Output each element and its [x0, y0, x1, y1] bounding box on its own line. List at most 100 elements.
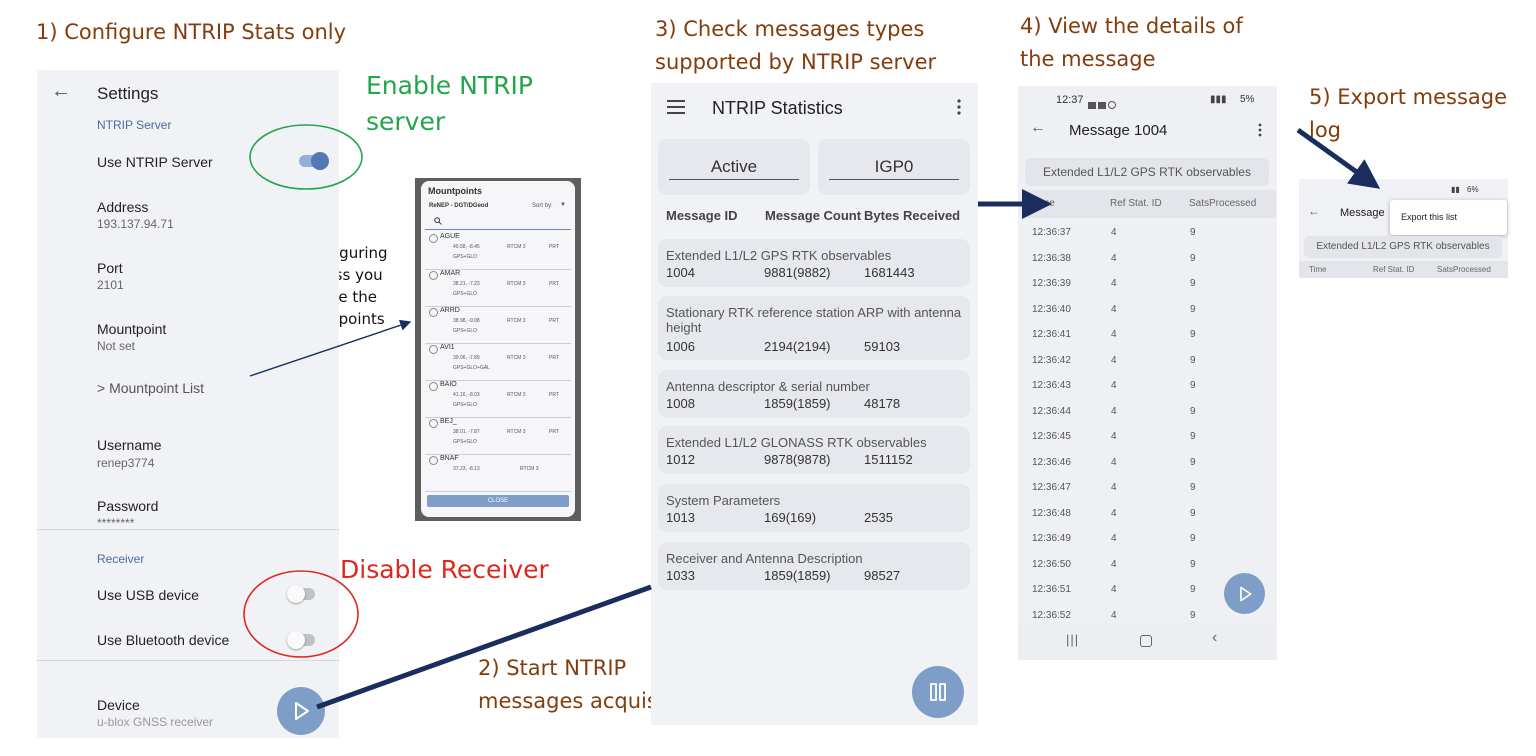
home-icon[interactable] [1140, 635, 1152, 647]
row-ref-stat-id: 4 [1111, 405, 1117, 417]
col-sats-header: SatsProcessed [1437, 265, 1491, 274]
recent-apps-icon[interactable]: ||| [1066, 632, 1080, 647]
radio-button[interactable] [429, 456, 438, 465]
pause-button[interactable] [912, 666, 964, 718]
back-arrow-icon[interactable]: ← [51, 80, 71, 102]
use-ntrip-server-toggle[interactable] [299, 152, 329, 170]
row-ref-stat-id: 4 [1111, 329, 1117, 340]
bytes-received: 98527 [864, 568, 901, 583]
row-time: 12:36:41 [1032, 329, 1071, 340]
use-usb-label: Use USB device [97, 587, 199, 603]
close-button[interactable]: CLOSE [427, 495, 569, 507]
row-ref-stat-id: 4 [1111, 507, 1117, 519]
step-3-label: 3) Check messages types supported by NTR… [655, 17, 937, 74]
message-name: System Parameters [666, 493, 781, 508]
username-label[interactable]: Username [97, 437, 162, 453]
row-ref-stat-id: 4 [1111, 252, 1117, 264]
port-label[interactable]: Port [97, 260, 123, 276]
radio-button[interactable] [429, 419, 438, 428]
row-time: 12:36:49 [1032, 533, 1071, 544]
mountpoint-country: PRT [549, 392, 559, 398]
mountpoint-box[interactable]: IGP0 [818, 139, 970, 195]
search-field[interactable] [425, 213, 571, 230]
more-options-icon[interactable] [957, 99, 961, 115]
message-name: Stationary RTK reference station ARP wit… [666, 305, 962, 335]
mountpoints-source[interactable]: ReNEP - DGT/DGeod [429, 203, 489, 209]
mountpoint-systems: GPS+GLO [453, 402, 478, 408]
message-id: 1008 [666, 396, 695, 411]
message-name: Receiver and Antenna Description [666, 551, 863, 566]
mountpoint-list-link[interactable]: > Mountpoint List [97, 380, 205, 396]
message-subtitle: Extended L1/L2 GPS RTK observables [1043, 165, 1251, 179]
mountpoint-name: AVI1 [440, 344, 455, 351]
use-bluetooth-toggle[interactable] [287, 631, 315, 649]
play-icon [295, 702, 309, 720]
more-options-icon[interactable] [1258, 123, 1262, 137]
mountpoint-name: AMAR [440, 270, 461, 277]
back-nav-icon[interactable]: ‹ [1212, 629, 1218, 646]
row-time: 12:36:43 [1032, 380, 1071, 391]
message-detail-screen: 12:37 ▮▮▮ 5% ← Message 1004 Extended L1/… [1018, 86, 1277, 660]
back-arrow-icon[interactable]: ← [1030, 119, 1046, 136]
message-id: 1033 [666, 568, 695, 583]
message-count: 9881(9882) [764, 265, 831, 280]
pause-icon [930, 683, 946, 701]
back-arrow-icon[interactable]: ← [1308, 204, 1320, 218]
menu-icon[interactable] [667, 100, 685, 114]
signal-icon: ▮▮ [1451, 185, 1460, 194]
radio-button[interactable] [429, 271, 438, 280]
mountpoint-coordinates: 39.06, -7.89 [453, 355, 480, 361]
settings-screen: ← Settings NTRIP Server Use NTRIP Server… [37, 70, 339, 738]
mountpoint-country: PRT [549, 355, 559, 361]
mountpoint-name: BNAF [440, 455, 459, 462]
sort-by[interactable]: Sort by: [532, 203, 553, 209]
message-name: Antenna descriptor & serial number [666, 379, 870, 394]
row-ref-stat-id: 4 [1111, 227, 1117, 238]
row-time: 12:36:40 [1032, 303, 1071, 315]
radio-button[interactable] [429, 382, 438, 391]
message-name: Extended L1/L2 GLONASS RTK observables [666, 435, 927, 450]
address-label[interactable]: Address [97, 199, 149, 215]
message-title: Message 1004 [1069, 122, 1168, 139]
status-box: Active [658, 139, 810, 195]
divider [37, 529, 339, 530]
row-ref-stat-id: 4 [1111, 456, 1117, 468]
message-card[interactable]: Stationary RTK reference station ARP wit… [658, 296, 970, 360]
play-icon [1239, 586, 1252, 601]
play-button[interactable] [1224, 573, 1265, 614]
row-time: 12:36:51 [1032, 584, 1071, 595]
battery-level: 5% [1240, 94, 1255, 105]
use-usb-toggle[interactable] [287, 585, 315, 603]
mountpoint-label[interactable]: Mountpoint [97, 321, 167, 337]
mountpoint-value: IGP0 [874, 157, 914, 176]
radio-button[interactable] [429, 345, 438, 354]
radio-button[interactable] [429, 308, 438, 317]
export-title: Message [1340, 207, 1385, 219]
password-label[interactable]: Password [97, 498, 159, 514]
export-list-menu-item[interactable]: Export this list [1401, 212, 1458, 222]
row-time: 12:36:48 [1032, 507, 1071, 519]
row-ref-stat-id: 4 [1111, 609, 1117, 621]
radio-button[interactable] [429, 234, 438, 243]
bytes-received: 1681443 [864, 265, 915, 280]
device-label[interactable]: Device [97, 697, 140, 713]
start-acquisition-button[interactable] [277, 687, 325, 735]
row-sats-processed: 9 [1190, 303, 1196, 315]
